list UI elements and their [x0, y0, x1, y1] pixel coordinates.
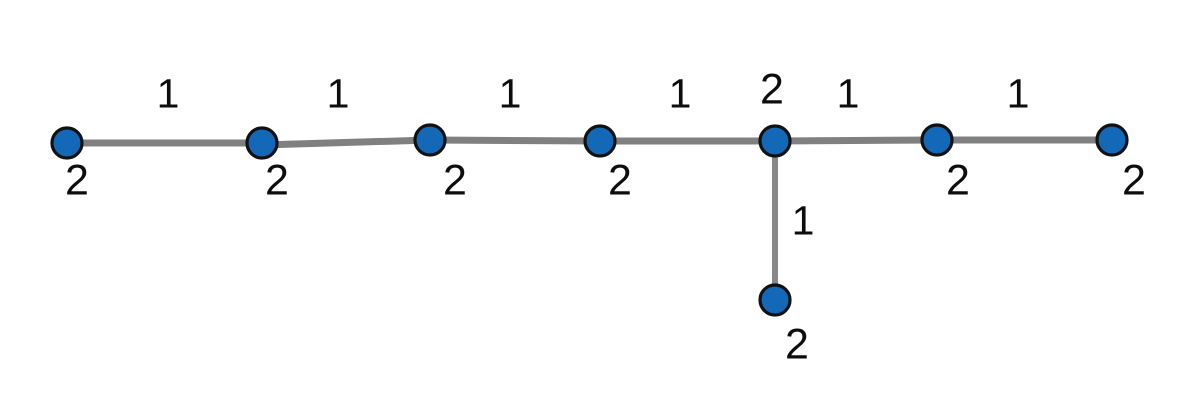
graph-edge-e2[interactable] [261, 136, 431, 149]
edge-weight-label-e2: 1 [326, 70, 350, 117]
edge-weight-label-e1: 1 [156, 70, 180, 117]
node-weight-label-n3: 2 [443, 156, 467, 205]
graph-node-n2[interactable] [245, 126, 279, 160]
graph-node-n6[interactable] [920, 123, 954, 157]
graph-node-n1[interactable] [50, 126, 84, 160]
edges-layer [67, 136, 1112, 300]
node-weight-label-n5: 2 [760, 65, 784, 114]
edge-weight-label-e6: 1 [1006, 70, 1030, 117]
node-weight-label-n7: 2 [1122, 156, 1146, 205]
node-weight-label-n4: 2 [608, 156, 632, 205]
graph-edge-e5[interactable] [774, 136, 938, 145]
node-weight-label-n6: 2 [946, 156, 970, 205]
node-weight-label-n8: 2 [785, 320, 809, 369]
graph-node-n8[interactable] [758, 283, 792, 317]
graph-node-n7[interactable] [1095, 123, 1129, 157]
graph-node-n3[interactable] [413, 123, 447, 157]
graph-node-n5[interactable] [758, 124, 792, 158]
edge-weight-label-e3: 1 [498, 70, 522, 117]
node-weight-label-n2: 2 [265, 156, 289, 205]
node-weight-label-n1: 2 [65, 156, 89, 205]
graph-edge-e3[interactable] [429, 136, 601, 145]
edge-weight-label-e4: 1 [668, 70, 692, 117]
edge-weight-label-e7: 1 [791, 197, 815, 244]
graph-node-n4[interactable] [583, 124, 617, 158]
edge-weight-label-e5: 1 [836, 70, 860, 117]
nodes-layer [50, 123, 1129, 317]
